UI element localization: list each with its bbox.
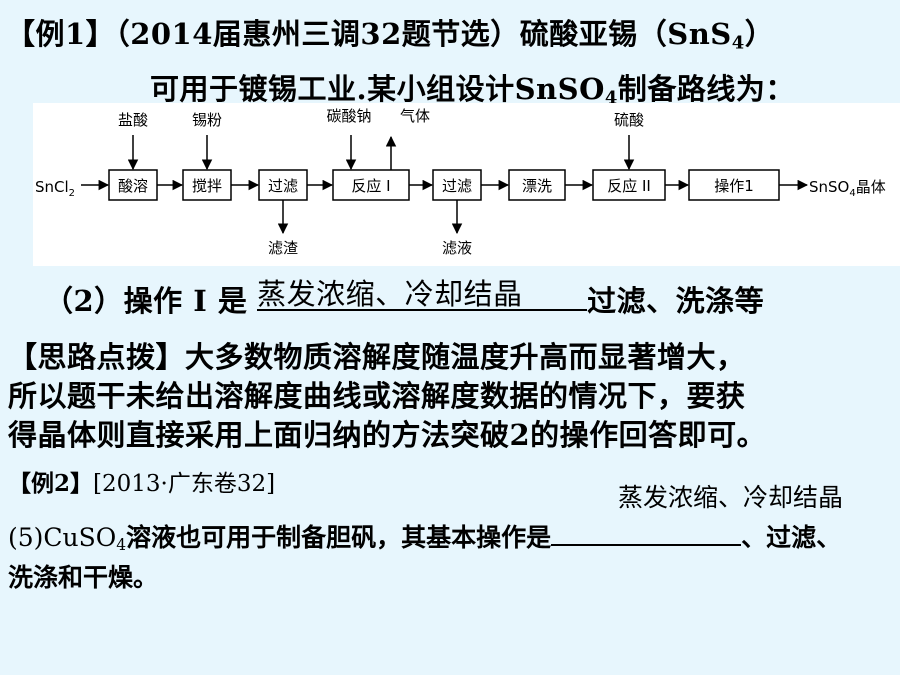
example2-source: [2013·广东卷32] [93, 471, 276, 497]
hint-line3: 得晶体则直接采用上面归纳的方法突破2的操作回答即可。 [8, 418, 767, 452]
example1-tag: 【例1】 [6, 17, 116, 51]
flow-input-na2co3: 碳酸钠 [326, 107, 371, 125]
example1-heading: 【例1】（2014届惠州三调32题节选）硫酸亚锡（SnS4） [6, 11, 774, 53]
question2-suffix: 过滤、洗涤等 [587, 284, 765, 318]
flow-step-8: 操作1 [688, 169, 780, 201]
example2-answer: 蒸发浓缩、冷却结晶 [618, 483, 844, 512]
svg-text:反应 II: 反应 II [607, 177, 651, 195]
hint-line2: 所以题干未给出溶解度曲线或溶解度数据的情况下，要获 [8, 379, 746, 413]
example1-intro-sub: 4 [731, 32, 745, 54]
flow-input-hcl: 盐酸 [118, 111, 148, 129]
example2-question: (5)CuSO4溶液也可用于制备胆矾，其基本操作是、过滤、 [8, 522, 842, 554]
flow-input-tin: 锡粉 [192, 111, 222, 129]
flow-arrows [81, 135, 809, 235]
flow-step-1: 酸溶 [108, 169, 158, 201]
question2-line: （2）操作 I 是 蒸发浓缩、冷却结晶 过滤、洗涤等 [44, 277, 765, 320]
svg-text:过滤: 过滤 [268, 177, 298, 195]
example1-line2: 可用于镀锡工业.某小组设计SnSO4制备路线为： [150, 72, 795, 109]
question2-answer-blank: 蒸发浓缩、冷却结晶 [257, 277, 588, 311]
flow-gas-output: 气体 [400, 107, 430, 125]
example1-intro-close: ） [744, 17, 775, 51]
flow-end-label: SnSO4晶体 [809, 178, 886, 199]
question2-prefix: （2）操作 I 是 [44, 284, 248, 318]
flow-input-h2so4: 硫酸 [614, 111, 644, 129]
svg-text:过滤: 过滤 [442, 177, 472, 195]
question2-answer: 蒸发浓缩、冷却结晶 [257, 277, 523, 311]
example1-source: （2014届惠州三调32题节选） [115, 17, 520, 51]
hint-line1: 【思路点拨】大多数物质溶解度随温度升高而显著增大， [8, 340, 746, 374]
svg-text:搅拌: 搅拌 [192, 177, 222, 195]
example1-intro: 硫酸亚锡（SnS [519, 17, 732, 51]
svg-text:反应 I: 反应 I [351, 177, 390, 195]
flow-output-residue: 滤渣 [268, 239, 298, 257]
hint-tag: 【思路点拨】 [8, 340, 186, 374]
example2-tag: 【例2】 [8, 470, 94, 497]
flowchart: SnCl2 酸溶 搅拌 过滤 反应 I 过滤 漂洗 反应 II [33, 103, 900, 266]
flow-step-5: 过滤 [432, 169, 482, 201]
flow-output-filtrate: 滤液 [442, 239, 472, 257]
example2-answer-blank [551, 522, 742, 546]
example2-heading: 【例2】[2013·广东卷32] [8, 464, 275, 498]
example2-line2: 洗涤和干燥。 [8, 563, 159, 592]
svg-text:操作1: 操作1 [714, 177, 754, 195]
flow-step-4: 反应 I [332, 169, 410, 201]
flow-step-6: 漂洗 [508, 169, 566, 201]
svg-text:漂洗: 漂洗 [522, 177, 552, 195]
flow-step-7: 反应 II [592, 169, 666, 201]
flow-step-2: 搅拌 [182, 169, 232, 201]
flow-start-label: SnCl2 [35, 178, 75, 199]
flow-step-3: 过滤 [258, 169, 308, 201]
svg-text:酸溶: 酸溶 [118, 177, 148, 195]
